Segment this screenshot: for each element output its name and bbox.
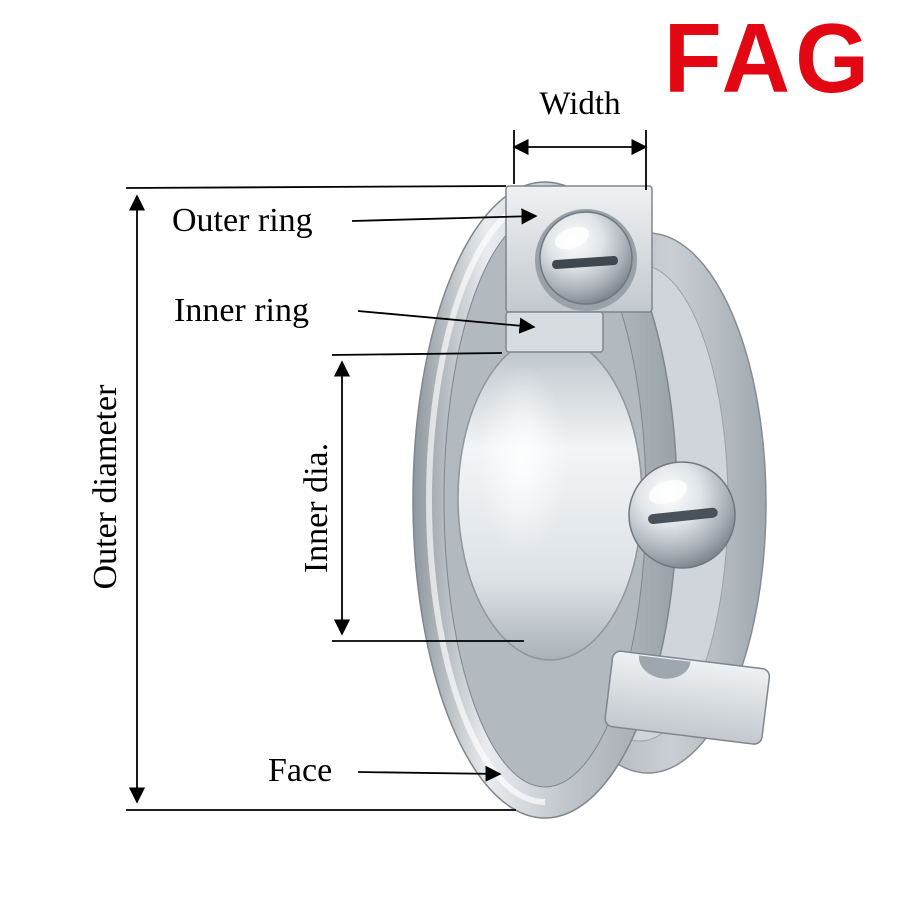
face-leader xyxy=(357,765,502,782)
outer-ring-label: Outer ring xyxy=(172,202,313,239)
bearing-illustration xyxy=(412,181,771,819)
outer-diameter-dimension xyxy=(125,185,516,811)
bore-glow xyxy=(476,365,568,555)
ball-right xyxy=(628,461,736,569)
dimension-annotations xyxy=(125,130,648,811)
outer-ring-leader xyxy=(351,208,538,225)
inner-diameter-extension-top xyxy=(331,352,503,356)
inner-ring-leader xyxy=(357,310,536,334)
top-section xyxy=(505,185,653,353)
outer-diameter-extension-top xyxy=(125,185,507,189)
face-label: Face xyxy=(268,752,333,789)
bottom-section-block xyxy=(604,650,771,745)
width-label: Width xyxy=(539,86,621,122)
fag-logo: FAG xyxy=(663,3,874,114)
inner-diameter-label: Inner dia. xyxy=(298,442,335,574)
inner-ring-section xyxy=(505,311,604,353)
width-dimension xyxy=(512,130,648,190)
inner-ring-label: Inner ring xyxy=(174,292,310,329)
inner-diameter-dimension xyxy=(331,352,524,642)
outer-diameter-label: Outer diameter xyxy=(87,384,124,590)
ball-top xyxy=(539,211,633,305)
